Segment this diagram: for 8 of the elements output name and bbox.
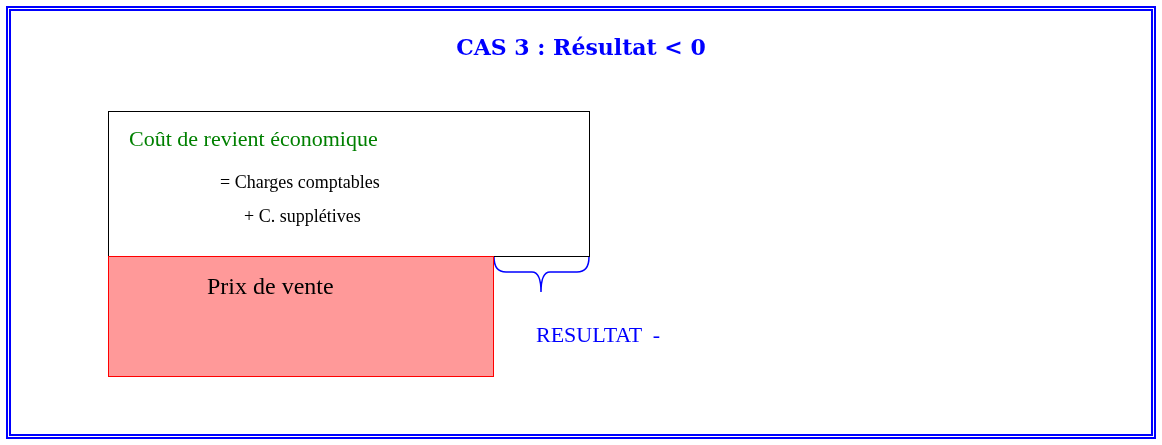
box-text: + C. supplétives [244, 206, 361, 227]
box-text: = Charges comptables [220, 172, 380, 193]
title: CAS 3 : Résultat < 0 [455, 34, 707, 60]
cost-box [108, 111, 590, 257]
result-label: RESULTAT - [536, 322, 661, 348]
price-box [108, 256, 494, 377]
box-heading: Coût de revient économique [129, 126, 378, 152]
box-heading: Prix de vente [207, 273, 334, 300]
